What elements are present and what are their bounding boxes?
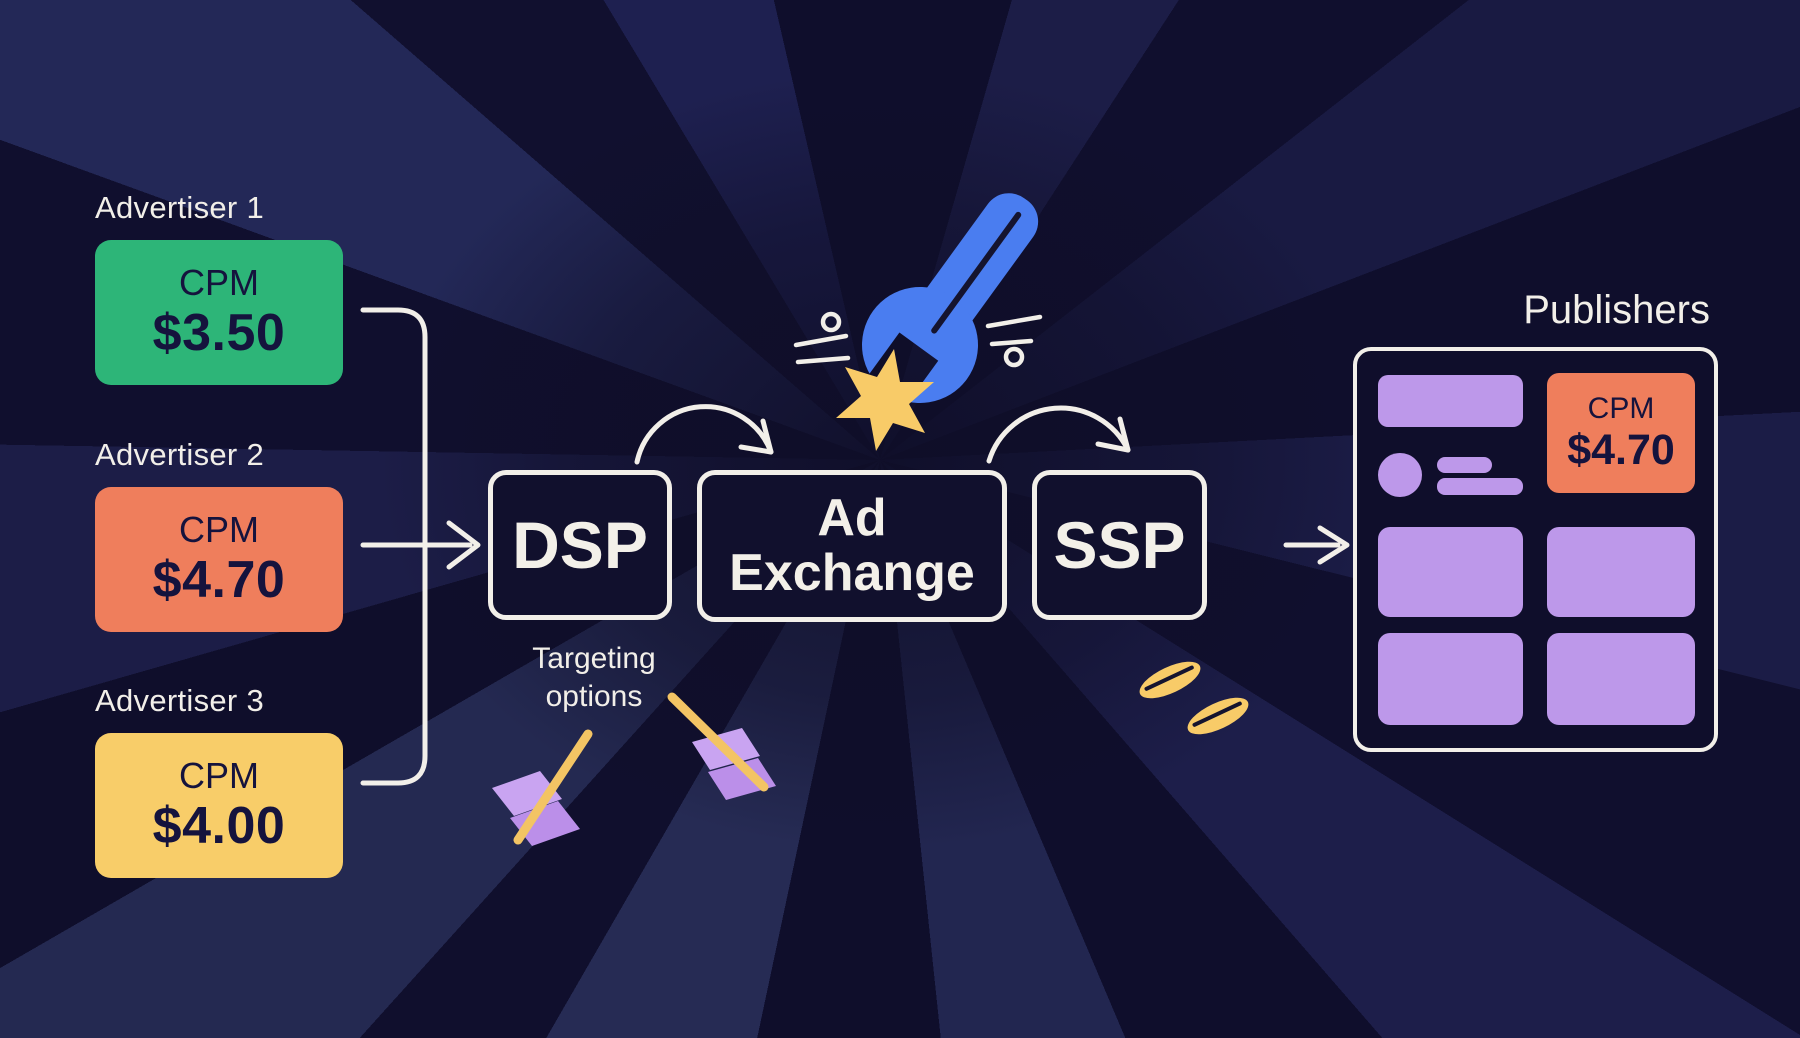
targeting-dart-icon [667, 692, 776, 800]
publisher-ad-slot [1378, 527, 1523, 617]
cpm-value: $4.00 [152, 796, 286, 855]
sparkle-lines-icon [793, 311, 851, 365]
advertiser-2-label: Advertiser 2 [95, 437, 264, 472]
targeting-dart-icon [492, 729, 593, 846]
cpm-label: CPM [179, 509, 259, 551]
publisher-avatar-circle [1378, 453, 1422, 497]
ssp-box: SSP [1032, 470, 1207, 620]
cpm-value: $4.70 [152, 550, 286, 609]
advertiser-2-card: CPM $4.70 [95, 487, 343, 632]
targeting-options-note: Targeting options [532, 642, 656, 713]
dsp-box: DSP [488, 470, 672, 620]
sparkle-lines-icon [985, 314, 1043, 368]
cpm-label: CPM [179, 262, 259, 304]
cpm-label: CPM [1587, 392, 1655, 426]
publisher-ad-slot [1378, 633, 1523, 725]
advertiser-bracket [360, 307, 481, 786]
arrow-ssp-to-publishers [1283, 525, 1350, 565]
publisher-ad-slot [1547, 633, 1695, 725]
arrow-exchange-to-ssp [986, 405, 1131, 464]
advertiser-1-card: CPM $3.50 [95, 240, 343, 385]
advertiser-3-label: Advertiser 3 [95, 683, 264, 718]
publishers-title: Publishers [1523, 288, 1710, 332]
ad-exchange-box: Ad Exchange [697, 470, 1007, 622]
cpm-value: $4.70 [1567, 425, 1675, 474]
cpm-value: $3.50 [152, 303, 286, 362]
publisher-headline-block [1378, 375, 1523, 427]
cpm-label: CPM [179, 755, 259, 797]
coins-icon [1139, 661, 1249, 735]
star-burst-icon [836, 349, 934, 451]
advertiser-3-card: CPM $4.00 [95, 733, 343, 878]
arrow-dsp-to-exchange [634, 404, 774, 465]
publisher-text-line [1437, 457, 1492, 473]
publisher-text-line [1437, 478, 1523, 495]
publisher-ad-slot [1547, 527, 1695, 617]
publisher-site-panel: CPM $4.70 [1353, 347, 1718, 752]
advertiser-1-label: Advertiser 1 [95, 190, 264, 225]
winning-bid-card: CPM $4.70 [1547, 373, 1695, 493]
